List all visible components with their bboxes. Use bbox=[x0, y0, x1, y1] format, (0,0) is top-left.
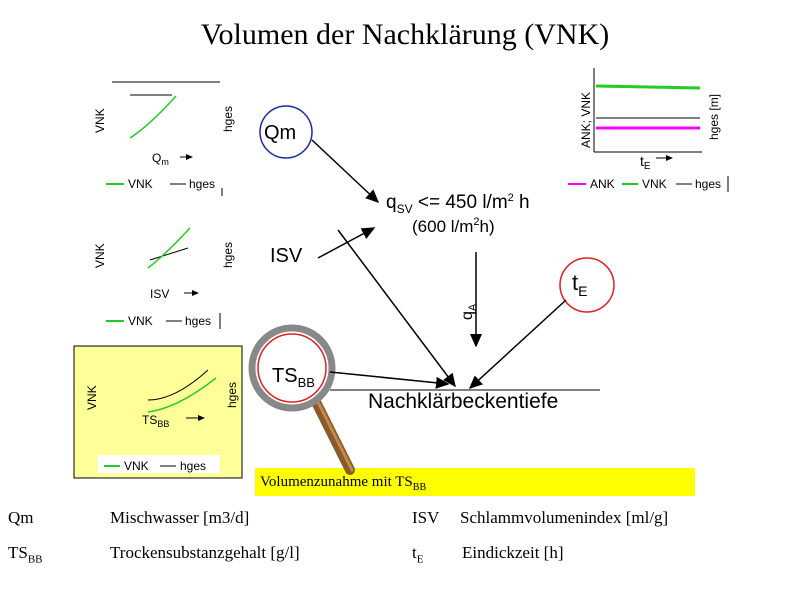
legend-hges: hges bbox=[180, 459, 206, 473]
y-axis-label-left: VNK bbox=[85, 385, 99, 410]
arrow-qsv-target bbox=[337, 229, 456, 388]
y-axis-label-right: hges [m] bbox=[707, 94, 721, 140]
legend-ts-desc: Trockensubstanzgehalt [g/l] bbox=[110, 543, 300, 562]
ts-node-label: TSBB bbox=[272, 365, 315, 390]
legend-vnk: VNK bbox=[642, 177, 667, 191]
hges-line bbox=[149, 247, 189, 261]
vnk-curve bbox=[147, 227, 191, 269]
legend-te-desc: Eindickzeit [h] bbox=[462, 543, 564, 562]
mini-chart-isv: VNK hges ISV VNK hges bbox=[93, 188, 235, 329]
y-axis-label-right: hges bbox=[225, 382, 239, 408]
legend-hges: hges bbox=[185, 314, 211, 328]
alt-constraint: (600 l/m2h) bbox=[412, 216, 495, 236]
qa-label: qA bbox=[459, 303, 479, 320]
mini-chart-ts: VNK hges TSBB VNK hges bbox=[73, 345, 243, 479]
legend-qm-abbr: Qm bbox=[8, 508, 34, 527]
banner-text: Volumenzunahme mit TSBB bbox=[260, 474, 427, 493]
x-axis-label: Qm bbox=[152, 151, 169, 167]
arrow-te-target bbox=[468, 299, 567, 390]
qm-node-label: Qm bbox=[264, 122, 296, 144]
mini-chart-qm: VNK hges Qm VNK hges bbox=[93, 81, 235, 191]
te-circle bbox=[559, 257, 615, 313]
y-axis-label-right: hges bbox=[221, 242, 235, 268]
legend-vnk: VNK bbox=[128, 314, 153, 328]
qm-circle bbox=[259, 105, 313, 159]
y-axis-label-left: ANK; VNK bbox=[579, 92, 593, 148]
te-node-label: tE bbox=[572, 270, 587, 299]
ts-circle bbox=[257, 333, 327, 403]
x-axis-label: ISV bbox=[150, 287, 169, 301]
legend-te-abbr: tE bbox=[412, 543, 424, 566]
vnk-line bbox=[595, 84, 701, 90]
y-axis-label-right: hges bbox=[221, 106, 235, 132]
legend-isv-abbr: ISV bbox=[412, 508, 440, 527]
arrow-ts-target bbox=[329, 371, 450, 389]
arrow-isv-qsv bbox=[317, 227, 376, 259]
legend-vnk: VNK bbox=[128, 177, 153, 191]
legend-ank: ANK bbox=[590, 177, 615, 191]
target-label: Nachklärbeckentiefe bbox=[368, 390, 558, 413]
y-axis-label-left: VNK bbox=[93, 108, 107, 133]
x-axis-label: tE bbox=[640, 153, 651, 172]
legend-hges: hges bbox=[189, 177, 215, 191]
legend-qm-desc: Mischwasser [m3/d] bbox=[110, 508, 250, 527]
y-axis-label-left: VNK bbox=[93, 243, 107, 268]
magnifier-icon bbox=[248, 324, 355, 475]
legend-hges: hges bbox=[695, 177, 721, 191]
page-title: Volumen der Nachklärung (VNK) bbox=[200, 18, 610, 51]
vnk-curve bbox=[129, 95, 177, 139]
highlight-banner bbox=[255, 468, 695, 496]
arrow-qm-qsv bbox=[311, 139, 380, 204]
hges-curve bbox=[147, 369, 209, 401]
vnk-curve bbox=[147, 377, 217, 413]
isv-node-label: ISV bbox=[270, 245, 303, 267]
legend-ts-abbr: TSBB bbox=[8, 543, 43, 566]
mini-chart-te: ANK; VNK hges [m] tE ANK VNK hges bbox=[568, 68, 729, 192]
x-axis-label: TSBB bbox=[142, 413, 169, 429]
legend-vnk: VNK bbox=[124, 459, 149, 473]
legend-isv-desc: Schlammvolumenindex [ml/g] bbox=[460, 508, 669, 527]
qsv-constraint: qSV <= 450 l/m2 h bbox=[386, 192, 530, 216]
